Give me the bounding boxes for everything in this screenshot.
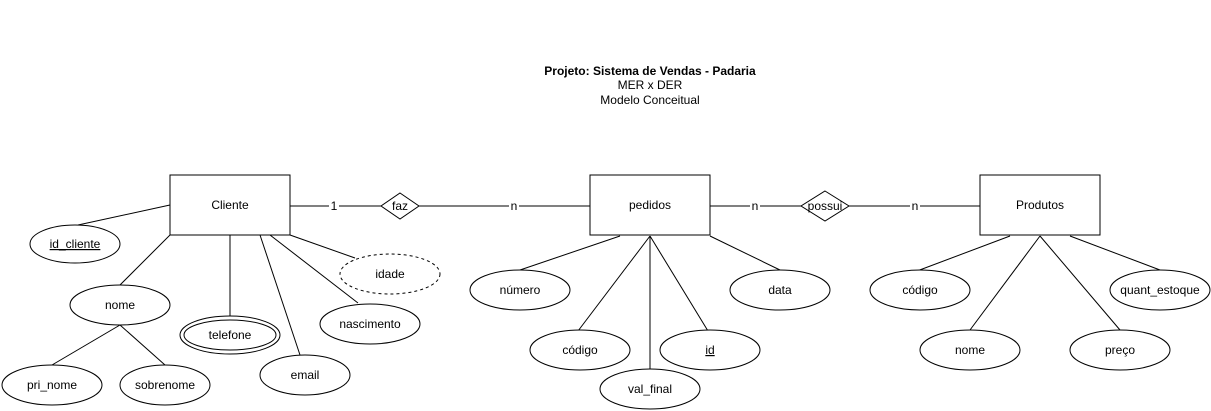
attribute-val_final-label: val_final [628,382,672,396]
attribute-id-pedido[interactable]: id [659,329,761,371]
edge-produtos-preco [1039,235,1121,331]
entity-produtos[interactable]: Produtos [979,174,1101,236]
diagram-model-type: Modelo Conceitual [600,93,699,107]
edge-nome-pri_nome [51,324,121,366]
cardinality-pedidos-possui: n [752,199,759,213]
entity-cliente[interactable]: Cliente [169,174,291,236]
attribute-data[interactable]: data [729,269,831,311]
entity-pedidos[interactable]: pedidos [589,174,711,236]
attribute-nome-cliente-label: nome [105,298,135,312]
attribute-nome-cliente[interactable]: nome [69,284,171,326]
cardinality-possui-produtos: n [912,199,919,213]
attribute-email[interactable]: email [259,354,351,396]
attribute-quant_estoque[interactable]: quant_estoque [1109,269,1211,311]
cardinality-labels: 1 n n n [329,199,920,213]
diagram-title: Projeto: Sistema de Vendas - Padaria [544,64,756,78]
edge-produtos-quant_estoque [1069,235,1161,271]
edge-pedidos-codigo [577,235,651,332]
attribute-codigo-pedido[interactable]: código [529,329,631,371]
edge-cliente-idade [289,234,356,259]
diagram-subtitle: MER x DER [618,78,683,92]
attribute-nascimento[interactable]: nascimento [319,303,421,345]
edge-pedidos-numero [519,235,621,271]
attribute-idade-label: idade [375,267,405,281]
attribute-sobrenome-label: sobrenome [135,378,195,392]
edge-produtos-nome [969,235,1041,331]
attribute-pri_nome-label: pri_nome [27,378,77,392]
attribute-id_cliente[interactable]: id_cliente [29,224,121,264]
attribute-idade[interactable]: idade [339,253,441,295]
attribute-codigo-produto[interactable]: código [869,269,971,311]
edge-pedidos-data [709,235,781,271]
attribute-data-label: data [768,283,792,297]
relationship-faz-label: faz [392,199,408,213]
attribute-pri_nome[interactable]: pri_nome [1,364,103,406]
edge-cliente-nascimento [269,234,359,304]
edge-cliente-email [259,234,301,356]
edge-cliente-nome [119,234,171,286]
attribute-numero[interactable]: número [469,269,571,311]
attribute-val_final[interactable]: val_final [599,368,701,410]
entity-cliente-label: Cliente [211,198,249,212]
attribute-nascimento-label: nascimento [339,317,401,331]
attribute-id-pedido-label: id [705,343,714,357]
attribute-codigo-produto-label: código [902,283,938,297]
attribute-numero-label: número [500,283,541,297]
relationship-possui[interactable]: possui [800,190,850,222]
cardinality-faz-pedidos: n [511,199,518,213]
cardinality-cliente-faz: 1 [331,199,338,213]
edge-pedidos-id [649,235,709,332]
attribute-preco-label: preço [1105,343,1135,357]
entity-pedidos-label: pedidos [629,198,671,212]
relationship-faz[interactable]: faz [380,192,420,220]
edges [51,204,1161,369]
relationship-possui-label: possui [808,199,843,213]
edge-cliente-id_cliente [77,204,171,226]
attribute-nome-produto[interactable]: nome [919,329,1021,371]
attribute-sobrenome[interactable]: sobrenome [119,364,211,406]
attribute-preco[interactable]: preço [1069,329,1171,371]
attribute-email-label: email [291,368,320,382]
attribute-telefone-label: telefone [209,328,252,342]
attribute-nome-produto-label: nome [955,343,985,357]
attribute-id_cliente-label: id_cliente [50,237,101,251]
edge-produtos-codigo [916,235,1011,272]
edge-nome-sobrenome [119,324,166,366]
attribute-telefone[interactable]: telefone [179,315,281,355]
attribute-codigo-pedido-label: código [562,343,598,357]
entity-produtos-label: Produtos [1016,198,1064,212]
attribute-quant_estoque-label: quant_estoque [1120,283,1200,297]
